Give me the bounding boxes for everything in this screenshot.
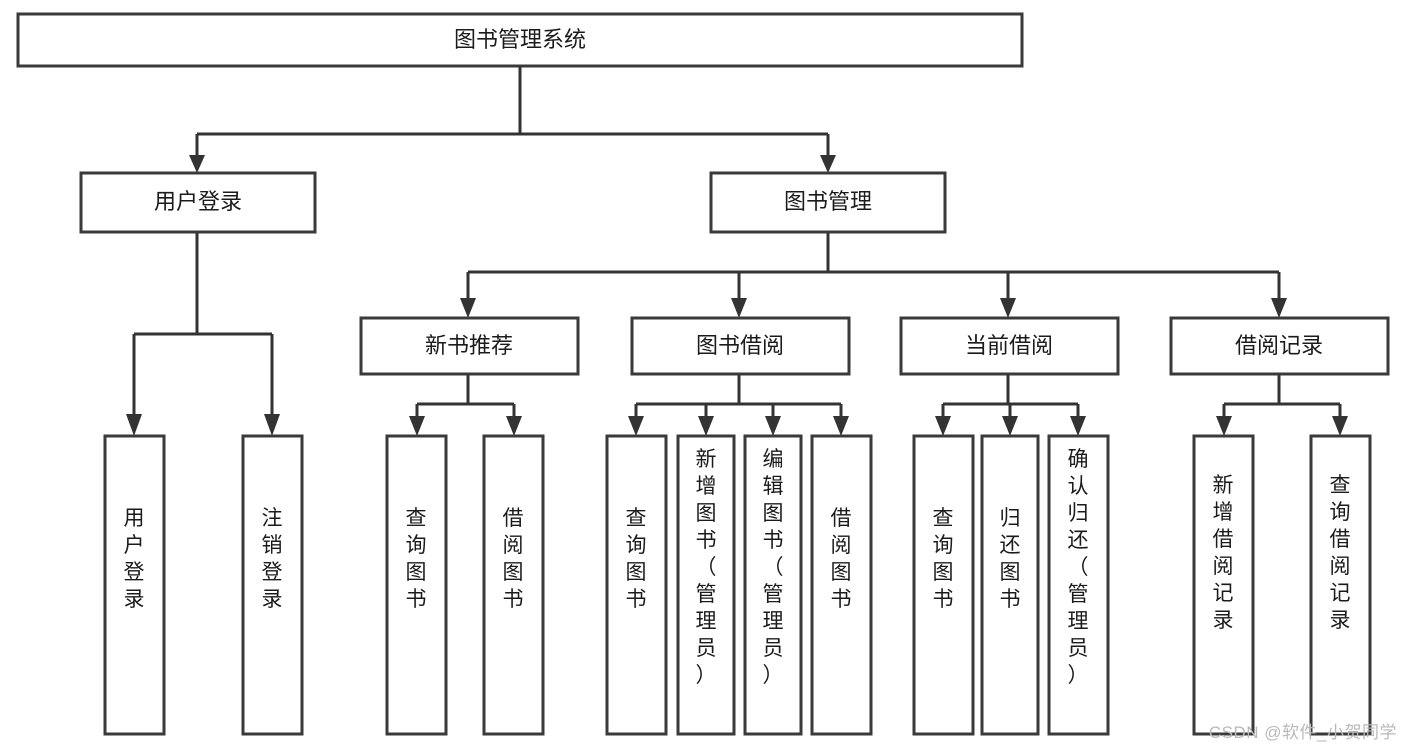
leaf-borrow-book-1-label: 借阅图书 [503, 507, 524, 611]
node-current-borrow-box [899, 316, 1120, 376]
arrow-to-leaf-borrow-book-1 [506, 416, 522, 436]
node-user-login[interactable]: 用户登录 [79, 171, 317, 234]
leaf-confirm-return-admin-label: 确认归还（管理员） [1068, 448, 1089, 687]
arrow-to-leaf-confirm-return-admin [1070, 416, 1086, 436]
node-new-book-recommend-box [359, 316, 580, 376]
leaf-query-book-1-box [385, 434, 448, 736]
leaf-query-book-1-label: 查询图书 [406, 507, 427, 611]
leaf-add-borrow-record-label: 新增借阅记录 [1213, 474, 1234, 632]
node-borrow-record-box [1169, 316, 1390, 376]
arrow-to-leaf-return-book [1002, 416, 1018, 436]
leaf-borrow-book-2[interactable]: 借阅图书 [810, 434, 873, 736]
arrow-to-leaf-query-book-2 [628, 416, 644, 436]
leaf-confirm-return-admin[interactable]: 确认归还（管理员） [1047, 434, 1110, 736]
leaf-edit-book-admin[interactable]: 编辑图书（管理员） [743, 434, 803, 736]
node-book-borrow-box [630, 316, 851, 376]
leaf-query-book-1[interactable]: 查询图书 [385, 434, 448, 736]
arrow-to-leaf-add-book-admin [698, 416, 714, 436]
arrow-to-leaf-borrow-book-2 [833, 416, 849, 436]
arrow-to-user-login [189, 155, 205, 173]
leaf-query-borrow-record[interactable]: 查询借阅记录 [1309, 434, 1372, 736]
arrow-to-new-book-recommend [460, 298, 476, 318]
arrow-to-leaf-user-login [126, 414, 142, 436]
node-root-label: 图书管理系统 [454, 27, 586, 52]
leaf-add-book-admin-label: 新增图书（管理员） [696, 448, 717, 687]
connector-layer [126, 66, 1348, 436]
leaf-logout-login-label: 注销登录 [262, 507, 283, 611]
leaf-borrow-book-2-label: 借阅图书 [831, 507, 852, 611]
leaf-return-book-label: 归还图书 [1000, 507, 1021, 611]
node-book-manage-label: 图书管理 [784, 189, 872, 214]
node-book-manage-box [709, 171, 947, 234]
leaf-query-borrow-record-box [1309, 434, 1372, 736]
leaf-query-book-2[interactable]: 查询图书 [605, 434, 668, 736]
node-borrow-record-label: 借阅记录 [1235, 333, 1323, 358]
leaf-borrow-book-1-box [482, 434, 545, 736]
node-borrow-record[interactable]: 借阅记录 [1169, 316, 1390, 376]
arrow-to-leaf-query-borrow-record [1332, 416, 1348, 436]
leaf-add-book-admin-box [676, 434, 736, 736]
leaf-query-book-2-box [605, 434, 668, 736]
leaf-borrow-book-1[interactable]: 借阅图书 [482, 434, 545, 736]
node-user-login-label: 用户登录 [154, 189, 242, 214]
leaf-add-borrow-record[interactable]: 新增借阅记录 [1192, 434, 1255, 736]
arrow-to-current-borrow [1000, 298, 1016, 318]
leaf-confirm-return-admin-box [1047, 434, 1110, 736]
leaf-add-borrow-record-box [1192, 434, 1255, 736]
leaf-borrow-book-2-box [810, 434, 873, 736]
arrow-to-leaf-logout-login [264, 414, 280, 436]
node-current-borrow-label: 当前借阅 [965, 333, 1053, 358]
leaf-user-login-box [103, 434, 166, 736]
node-new-book-recommend[interactable]: 新书推荐 [359, 316, 580, 376]
leaf-edit-book-admin-label: 编辑图书（管理员） [763, 448, 784, 687]
csdn-watermark: CSDN @软件_小贺同学 [1208, 723, 1397, 742]
node-root-box [16, 12, 1024, 68]
leaf-logout-login[interactable]: 注销登录 [241, 434, 304, 736]
arrow-to-leaf-query-book-1 [409, 416, 425, 436]
node-book-borrow[interactable]: 图书借阅 [630, 316, 851, 376]
arrow-to-leaf-edit-book-admin [765, 416, 781, 436]
leaf-query-book-3-box [912, 434, 975, 736]
arrow-to-book-borrow [731, 298, 747, 318]
leaf-add-book-admin[interactable]: 新增图书（管理员） [676, 434, 736, 736]
leaf-logout-login-box [241, 434, 304, 736]
node-new-book-recommend-label: 新书推荐 [425, 333, 513, 358]
leaf-user-login[interactable]: 用户登录 [103, 434, 166, 736]
leaf-user-login-label: 用户登录 [124, 507, 145, 611]
leaf-return-book-box [980, 434, 1040, 736]
arrow-to-leaf-add-borrow-record [1216, 416, 1232, 436]
leaf-return-book[interactable]: 归还图书 [980, 434, 1040, 736]
node-user-login-box [79, 171, 317, 234]
arrow-to-leaf-query-book-3 [935, 416, 951, 436]
node-book-manage[interactable]: 图书管理 [709, 171, 947, 234]
node-book-borrow-label: 图书借阅 [696, 333, 784, 358]
node-current-borrow[interactable]: 当前借阅 [899, 316, 1120, 376]
node-root[interactable]: 图书管理系统 [16, 12, 1024, 68]
leaf-query-book-3[interactable]: 查询图书 [912, 434, 975, 736]
arrow-to-book-manage [820, 155, 836, 173]
leaf-query-book-3-label: 查询图书 [933, 507, 954, 611]
arrow-to-borrow-record [1271, 298, 1287, 318]
leaf-query-book-2-label: 查询图书 [626, 507, 647, 611]
leaf-edit-book-admin-box [743, 434, 803, 736]
leaf-query-borrow-record-label: 查询借阅记录 [1330, 474, 1351, 632]
